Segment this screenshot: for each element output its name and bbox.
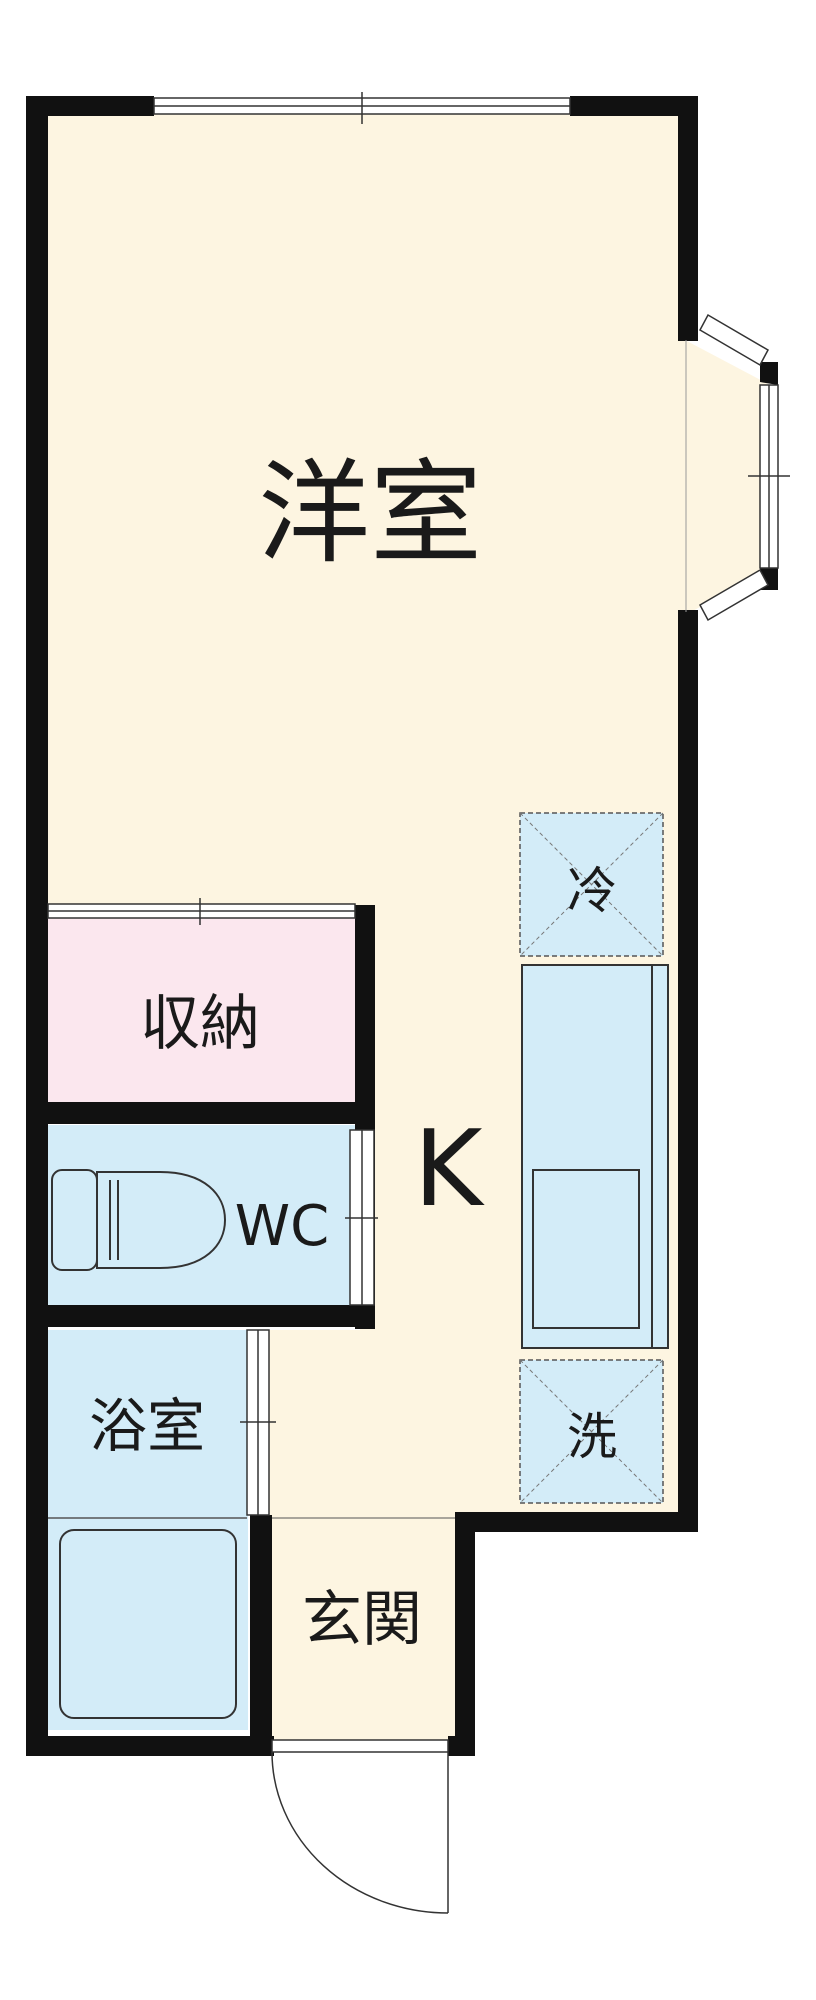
wall-storage-right (355, 905, 375, 1110)
walls (26, 96, 778, 1756)
wall-bottom-entrance (448, 1736, 475, 1756)
sliding-doors (47, 898, 378, 1516)
bay-window-top (698, 313, 770, 367)
bathtub (59, 1529, 237, 1719)
wall-right-lower (678, 610, 698, 1530)
toilet-label: WC (235, 1194, 329, 1259)
storage-label: 収納 (140, 989, 260, 1059)
wall-bath-right (250, 1515, 272, 1745)
kitchen-label: K (414, 1108, 486, 1230)
washer-label: 洗 (567, 1408, 617, 1466)
fridge-label: 冷 (567, 862, 617, 920)
storage-floor (48, 907, 355, 1102)
bay-post-top (760, 362, 778, 385)
entrance-door (271, 1739, 449, 1914)
western-room-label: 洋室 (258, 449, 482, 579)
wall-bottom-left (26, 1736, 274, 1756)
wall-left (26, 96, 48, 1756)
wall-entrance-right (455, 1512, 475, 1756)
wall-top-right (570, 96, 698, 116)
kitchen-counter (521, 964, 669, 1349)
bathroom-label: 浴室 (89, 1392, 205, 1460)
wall-toilet-bottom (40, 1305, 375, 1327)
sink (532, 1169, 640, 1329)
entrance-label: 玄関 (302, 1585, 422, 1655)
windows (153, 92, 790, 622)
washer-space (519, 1359, 664, 1504)
toilet-fixture (51, 1169, 227, 1271)
bay-window-bottom (698, 568, 770, 622)
wall-top-left (26, 96, 154, 116)
wall-storage-bottom (40, 1102, 375, 1124)
fridge-space (519, 812, 664, 957)
door-swing (271, 1751, 449, 1914)
wall-right-upper (678, 96, 698, 341)
wall-bottom-right (455, 1512, 698, 1532)
